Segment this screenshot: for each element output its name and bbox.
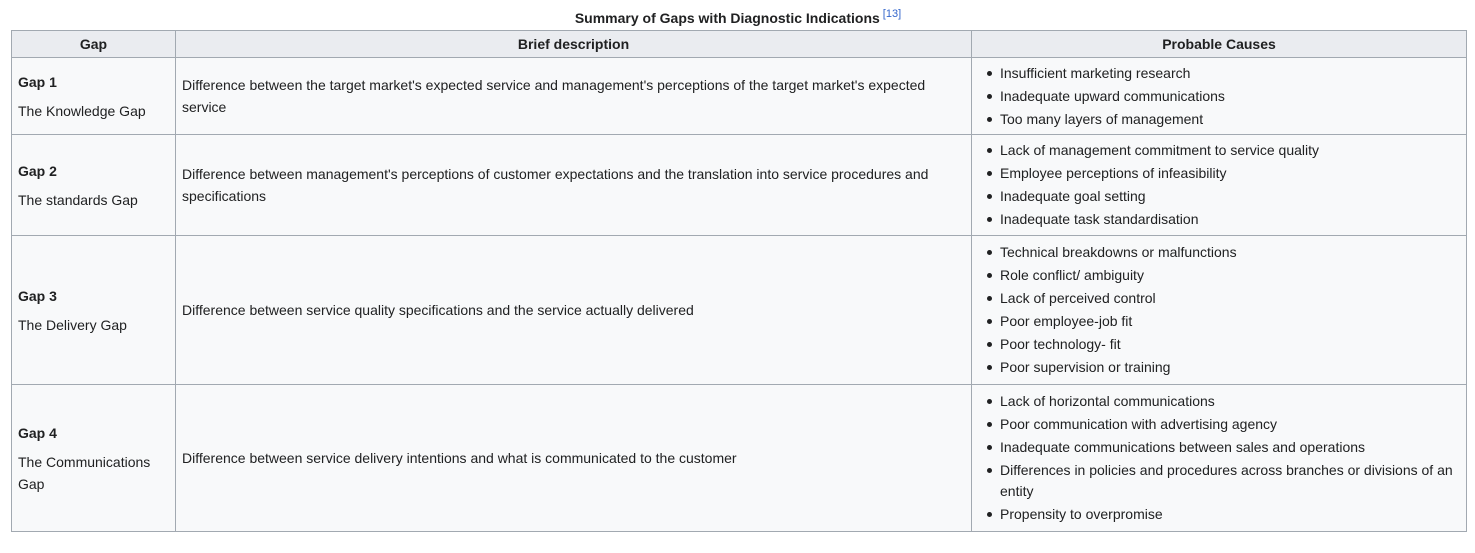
description-cell: Difference between service quality speci…: [175, 235, 972, 385]
causes-cell: Lack of management commitment to service…: [971, 134, 1467, 236]
causes-list: Technical breakdowns or malfunctions Rol…: [978, 242, 1460, 378]
gap-cell: Gap 1 The Knowledge Gap: [11, 57, 176, 135]
gap-cell: Gap 3 The Delivery Gap: [11, 235, 176, 385]
header-gap: Gap: [11, 30, 176, 58]
table-title: Summary of Gaps with Diagnostic Indicati…: [574, 10, 880, 26]
gap-cell: Gap 4 The Communications Gap: [11, 384, 176, 532]
gap-id: Gap 3: [18, 287, 57, 304]
gap-name: The standards Gap: [18, 191, 138, 208]
gap-name: The Delivery Gap: [18, 316, 127, 333]
reference-link[interactable]: [13]: [882, 8, 902, 21]
gap-name: The Communications Gap: [18, 453, 151, 492]
list-item: Inadequate communications between sales …: [987, 437, 1460, 458]
list-item: Lack of management commitment to service…: [987, 140, 1460, 161]
description-cell: Difference between management's percepti…: [175, 134, 972, 236]
list-item: Poor communication with advertising agen…: [987, 414, 1460, 435]
table-caption: Summary of Gaps with Diagnostic Indicati…: [11, 8, 1465, 28]
causes-list: Lack of horizontal communications Poor c…: [978, 391, 1460, 525]
list-item: Technical breakdowns or malfunctions: [987, 242, 1460, 263]
list-item: Lack of perceived control: [987, 288, 1460, 309]
list-item: Inadequate task standardisation: [987, 209, 1460, 230]
table-row: Gap 1 The Knowledge Gap Difference betwe…: [11, 57, 1467, 135]
list-item: Too many layers of management: [987, 109, 1460, 130]
header-row: Gap Brief description Probable Causes: [11, 30, 1467, 58]
causes-cell: Technical breakdowns or malfunctions Rol…: [971, 235, 1467, 385]
causes-cell: Lack of horizontal communications Poor c…: [971, 384, 1467, 532]
list-item: Propensity to overpromise: [987, 504, 1460, 525]
gaps-table: Gap Brief description Probable Causes Ga…: [11, 30, 1467, 532]
gap-id: Gap 2: [18, 162, 57, 179]
description-cell: Difference between the target market's e…: [175, 57, 972, 135]
list-item: Role conflict/ ambiguity: [987, 265, 1460, 286]
gap-cell: Gap 2 The standards Gap: [11, 134, 176, 236]
table-row: Gap 2 The standards Gap Difference betwe…: [11, 134, 1467, 236]
list-item: Inadequate upward communications: [987, 86, 1460, 107]
list-item: Poor technology- fit: [987, 334, 1460, 355]
table-row: Gap 3 The Delivery Gap Difference betwee…: [11, 235, 1467, 385]
gap-id: Gap 4: [18, 424, 57, 441]
causes-list: Lack of management commitment to service…: [978, 140, 1460, 230]
list-item: Differences in policies and procedures a…: [987, 460, 1460, 502]
causes-list: Insufficient marketing research Inadequa…: [978, 63, 1460, 130]
header-description: Brief description: [175, 30, 972, 58]
causes-cell: Insufficient marketing research Inadequa…: [971, 57, 1467, 135]
list-item: Inadequate goal setting: [987, 186, 1460, 207]
gap-id: Gap 1: [18, 73, 57, 90]
list-item: Employee perceptions of infeasibility: [987, 163, 1460, 184]
gap-name: The Knowledge Gap: [18, 102, 146, 119]
header-causes: Probable Causes: [971, 30, 1467, 58]
list-item: Poor employee-job fit: [987, 311, 1460, 332]
description-cell: Difference between service delivery inte…: [175, 384, 972, 532]
list-item: Lack of horizontal communications: [987, 391, 1460, 412]
list-item: Poor supervision or training: [987, 357, 1460, 378]
list-item: Insufficient marketing research: [987, 63, 1460, 84]
table-row: Gap 4 The Communications Gap Difference …: [11, 384, 1467, 532]
